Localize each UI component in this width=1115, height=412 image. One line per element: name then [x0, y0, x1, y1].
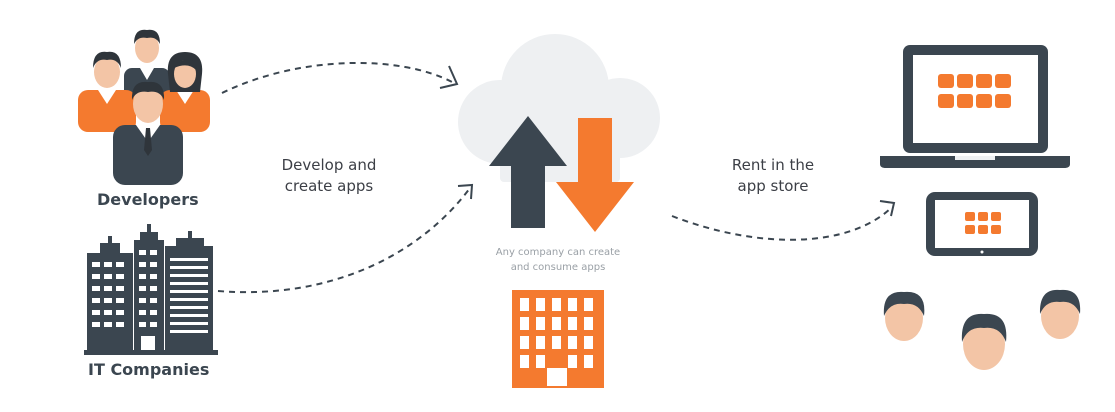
download-arrow-icon — [556, 118, 634, 232]
center-caption: Any company can create and consume apps — [478, 245, 638, 275]
rent-step-line-1: Rent in the — [731, 156, 815, 174]
user-head-right — [1039, 289, 1081, 339]
company-building-icon — [512, 290, 604, 388]
developer-person-front — [113, 81, 183, 185]
tablet-icon — [926, 192, 1038, 256]
arrowhead-companies — [457, 183, 474, 200]
developers-icon — [78, 29, 210, 185]
rent-step-line-2: app store — [737, 177, 809, 195]
it-companies-label: IT Companies — [88, 360, 210, 379]
laptop-icon — [880, 45, 1070, 168]
developer-person-right — [160, 52, 210, 132]
rent-step-label: Rent in the app store — [710, 155, 836, 197]
developers-label: Developers — [97, 190, 199, 209]
laptop-app-grid — [938, 74, 1011, 108]
upload-arrow-icon — [489, 116, 567, 228]
center-caption-line-2: and consume apps — [510, 262, 606, 273]
arrow-cloud-to-devices — [671, 206, 893, 241]
it-companies-icon — [84, 224, 218, 355]
develop-step-label: Develop and create apps — [262, 155, 396, 197]
arrow-developers-to-cloud — [221, 61, 453, 94]
develop-step-line-2: create apps — [284, 177, 374, 195]
arrow-companies-to-cloud — [217, 187, 471, 294]
tablet-app-grid — [965, 212, 1001, 234]
user-head-middle — [961, 313, 1007, 370]
arrowhead-developers — [439, 65, 459, 89]
developer-person-left — [78, 51, 136, 132]
develop-step-line-1: Develop and — [281, 156, 377, 174]
center-caption-line-1: Any company can create — [495, 247, 621, 258]
arrowhead-devices — [879, 200, 896, 217]
user-head-left — [883, 291, 925, 341]
